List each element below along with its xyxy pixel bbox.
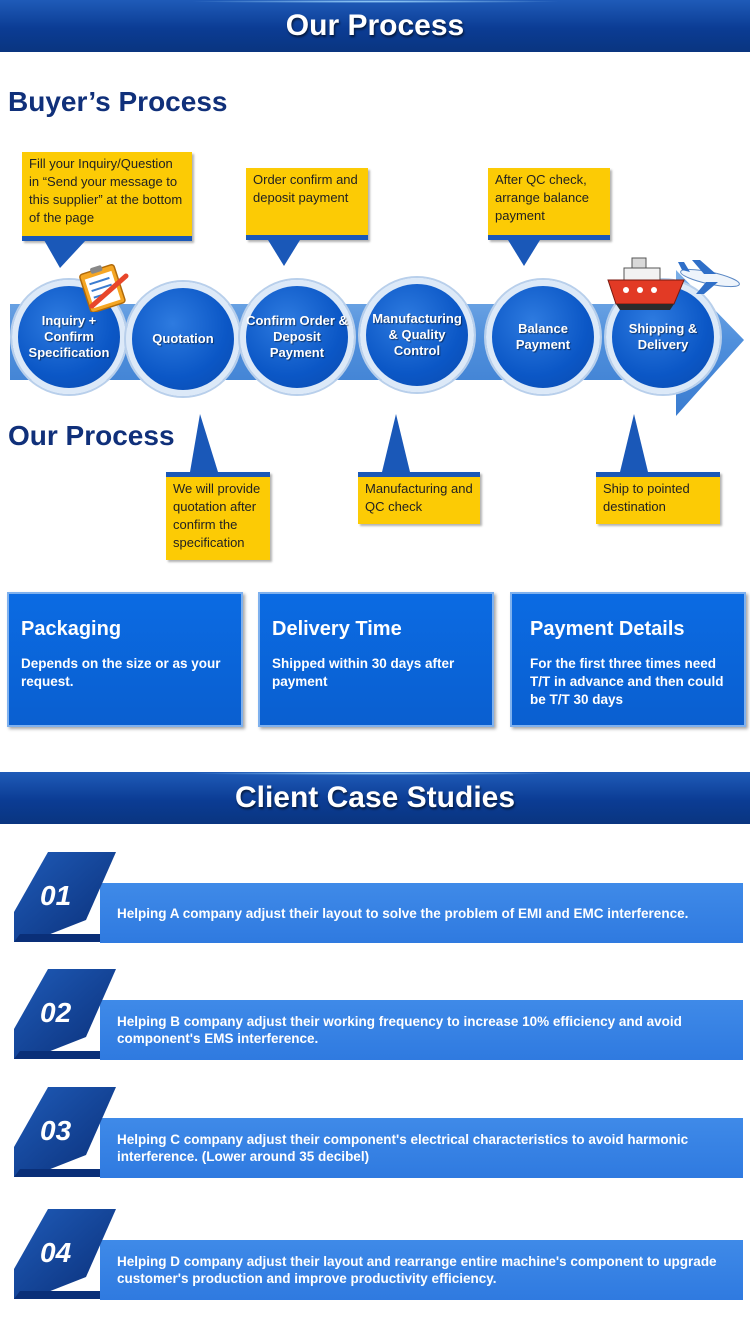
case-item: Helping C company adjust their component… (0, 1087, 750, 1179)
note-order-confirm: Order confirm and deposit payment (246, 168, 368, 240)
note-quotation: We will provide quotation after confirm … (166, 472, 270, 560)
note-balance: After QC check, arrange balance payment (488, 168, 610, 240)
note-manufacturing: Manufacturing and QC check (358, 472, 480, 524)
step-balance-payment: Balance Payment (486, 280, 600, 394)
case-number: 03 (40, 1115, 72, 1146)
payment-details-text: For the first three times need T/T in ad… (530, 656, 724, 707)
case-text: Helping C company adjust their component… (100, 1118, 743, 1178)
our-process-banner: Our Process (0, 0, 750, 52)
case-number: 01 (40, 880, 72, 911)
buyers-process-heading: Buyer’s Process (8, 86, 228, 117)
case-item: Helping A company adjust their layout to… (0, 852, 750, 944)
delivery-time-box: Delivery Time Shipped within 30 days aft… (258, 592, 494, 727)
case-number-badge (14, 1087, 116, 1177)
banner-title: Client Case Studies (234, 781, 516, 814)
step-manufacturing: Manufacturing & Quality Control (360, 278, 474, 392)
packaging-text: Depends on the size or as your request. (21, 656, 221, 689)
packaging-title: Packaging (21, 618, 122, 640)
note-inquiry: Fill your Inquiry/Question in “Send your… (22, 152, 192, 241)
case-item: Helping D company adjust their layout an… (0, 1209, 750, 1301)
step-confirm-order: Confirm Order & Deposit Payment (240, 280, 354, 394)
clipboard-pencil-icon (79, 264, 129, 312)
airplane-icon (678, 260, 740, 294)
delivery-time-title: Delivery Time (272, 618, 402, 640)
client-case-studies-banner: Client Case Studies (0, 772, 750, 824)
case-item: Helping B company adjust their working f… (0, 969, 750, 1061)
note-ship: Ship to pointed destination (596, 472, 720, 524)
case-number-badge (14, 852, 116, 942)
case-number-badge (14, 969, 116, 1059)
ship-icon (607, 257, 685, 310)
payment-details-box: Payment Details For the first three time… (510, 592, 746, 727)
banner-title: Our Process (285, 9, 465, 42)
case-number: 04 (40, 1237, 72, 1268)
packaging-box: Packaging Depends on the size or as your… (7, 592, 243, 727)
case-text: Helping A company adjust their layout to… (100, 883, 743, 943)
our-process-heading: Our Process (8, 420, 175, 451)
step-quotation: Quotation (126, 282, 240, 396)
case-text: Helping B company adjust their working f… (100, 1000, 743, 1060)
case-number-badge (14, 1209, 116, 1299)
note-pointers (44, 240, 648, 472)
step-inquiry: Inquiry + Confirm Specification (12, 280, 126, 394)
delivery-time-text: Shipped within 30 days after payment (272, 656, 455, 689)
payment-details-title: Payment Details (530, 618, 685, 640)
case-text: Helping D company adjust their layout an… (100, 1240, 743, 1300)
case-number: 02 (40, 997, 72, 1028)
